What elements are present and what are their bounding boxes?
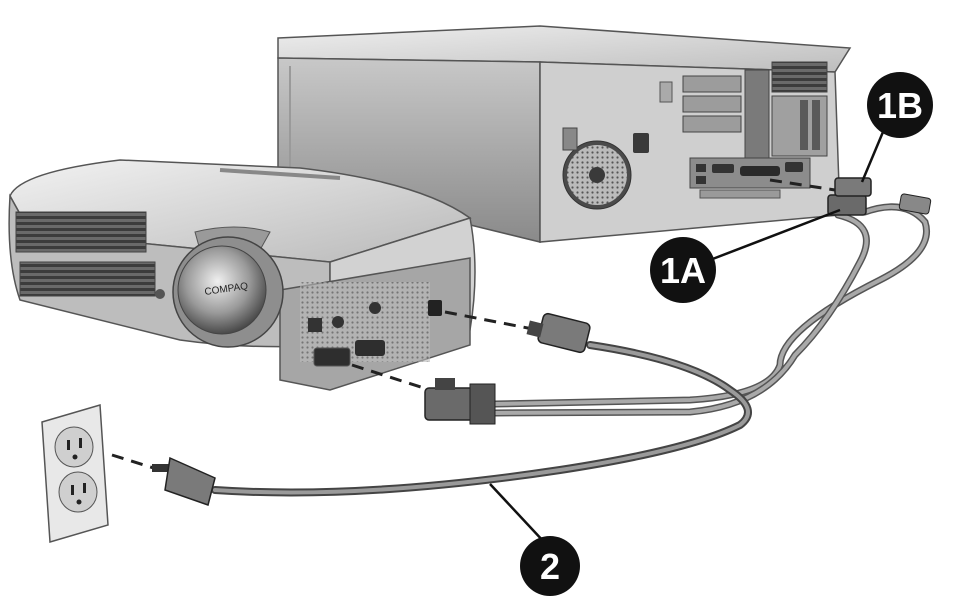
desktop-computer xyxy=(277,25,852,243)
voltage-switch xyxy=(562,127,578,151)
projector-vga-port xyxy=(313,347,351,367)
power-plug-wall xyxy=(152,456,216,506)
callout-1a: 1A xyxy=(650,237,716,303)
wall-outlet xyxy=(41,404,109,543)
callout-2-label: 2 xyxy=(540,546,560,587)
connectors xyxy=(152,177,932,506)
power-inlet xyxy=(633,133,649,153)
callout-1b-label: 1B xyxy=(877,85,923,126)
vga-port xyxy=(740,166,780,176)
projector-vent-lower xyxy=(19,261,156,297)
callout-1a-label: 1A xyxy=(660,250,706,291)
cables xyxy=(211,203,930,497)
callout-2: 2 xyxy=(520,536,580,596)
projector-vent-upper xyxy=(15,211,147,253)
projector-ports xyxy=(308,300,442,367)
outlet-socket-upper xyxy=(54,426,94,468)
leader-2 xyxy=(489,483,546,544)
projector: COMPAQ xyxy=(8,159,476,391)
power-supply-fan xyxy=(562,140,632,210)
outlet-socket-lower xyxy=(58,471,98,513)
vga-connector-projector xyxy=(424,378,496,425)
projector-lens xyxy=(177,245,267,335)
power-connector-projector xyxy=(526,312,591,354)
projector-power-inlet xyxy=(428,300,442,316)
callout-1b: 1B xyxy=(867,72,933,138)
leader-1a xyxy=(709,208,841,262)
expansion-slots xyxy=(682,61,828,161)
vga-connector-computer-1b xyxy=(834,177,932,215)
